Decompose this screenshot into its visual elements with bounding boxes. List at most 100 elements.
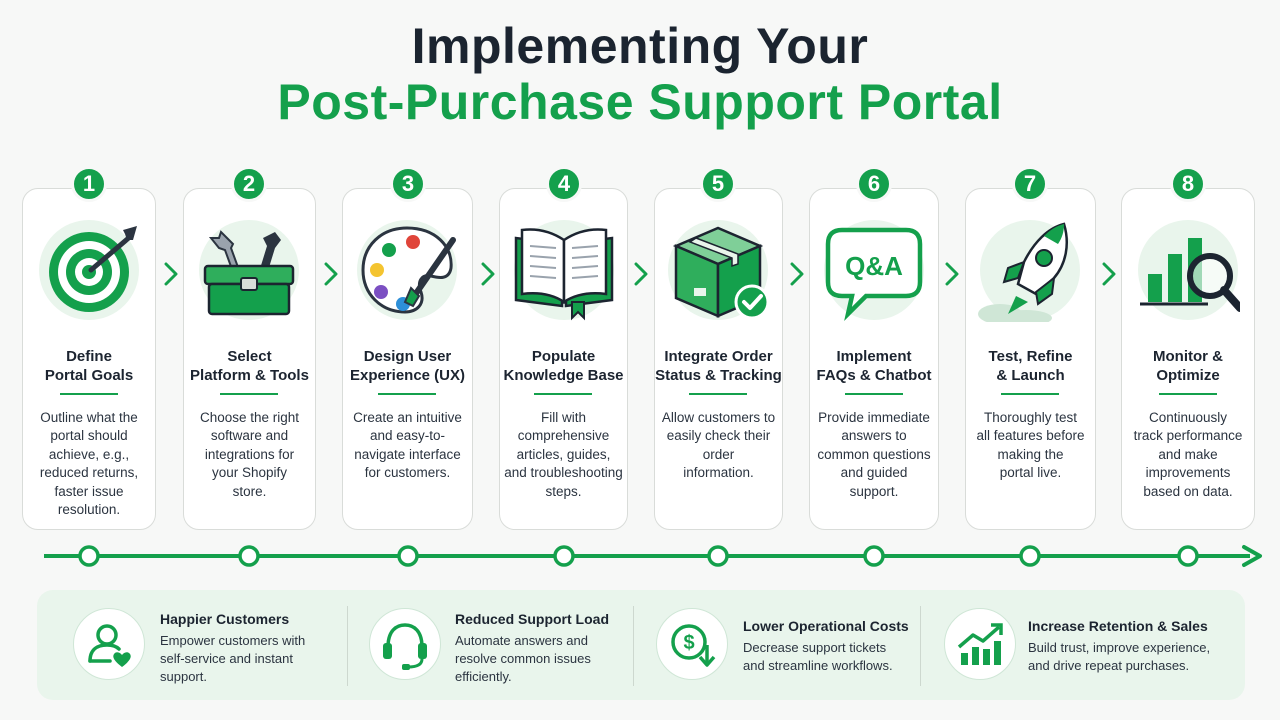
analytics-magnifier-icon <box>1136 218 1240 322</box>
benefit-description: Automate answers and resolve common issu… <box>455 632 591 686</box>
desc-line: support. <box>160 669 207 684</box>
timeline-node <box>397 545 419 567</box>
benefits-panel <box>37 590 1245 700</box>
step-description: Choose the right software and integratio… <box>183 409 316 501</box>
desc-line: order <box>702 446 735 462</box>
chevron-right-icon <box>164 262 178 286</box>
benefit-divider <box>633 606 634 686</box>
chevron-right-icon <box>790 262 804 286</box>
step-title-line: Design User <box>363 348 452 365</box>
desc-line: Decrease support tickets <box>743 640 887 655</box>
toolbox-icon <box>197 218 301 322</box>
step-number-badge: 1 <box>71 166 107 202</box>
step-divider <box>60 393 118 395</box>
desc-line: Fill with <box>540 410 586 425</box>
svg-text:$: $ <box>683 632 694 654</box>
benefit-title: Lower Operational Costs <box>743 618 909 634</box>
title-line-2: Post-Purchase Support Portal <box>277 74 1003 130</box>
step-number-badge: 7 <box>1012 166 1048 202</box>
chevron-right-icon <box>634 262 648 286</box>
step-title: Design User Experience (UX) <box>342 347 473 385</box>
desc-line: resolve common issues <box>455 651 591 666</box>
step-number-badge: 2 <box>231 166 267 202</box>
desc-line: reduced returns, <box>39 465 139 481</box>
timeline-node <box>1177 545 1199 567</box>
desc-line: faster issue <box>54 483 124 499</box>
desc-line: Empower customers with <box>160 633 306 648</box>
desc-line: self-service and instant <box>160 651 293 666</box>
chevron-right-icon <box>481 262 495 286</box>
step-number-badge: 6 <box>856 166 892 202</box>
desc-line: and troubleshooting <box>504 465 623 481</box>
step-title: Integrate Order Status & Tracking <box>650 347 787 385</box>
growth-chart-icon <box>944 608 1016 680</box>
benefit-divider <box>347 606 348 686</box>
timeline-node <box>78 545 100 567</box>
step-title-line: Portal Goals <box>44 367 134 384</box>
package-check-icon <box>666 218 770 322</box>
desc-line: track performance <box>1133 428 1243 444</box>
step-number-badge: 3 <box>390 166 426 202</box>
benefit-description: Build trust, improve experience, and dri… <box>1028 639 1210 675</box>
step-title-line: Test, Refine <box>988 348 1073 365</box>
benefit-title: Increase Retention & Sales <box>1028 618 1208 634</box>
desc-line: common questions <box>817 446 931 462</box>
step-divider <box>220 393 278 395</box>
desc-line: answers to <box>841 428 907 444</box>
customer-heart-icon <box>73 608 145 680</box>
step-description: Allow customers to easily check their or… <box>654 409 783 483</box>
desc-line: and make <box>1158 446 1218 462</box>
step-divider <box>689 393 747 395</box>
desc-line: and easy-to- <box>369 428 446 444</box>
desc-line: support. <box>849 483 899 499</box>
timeline-node <box>238 545 260 567</box>
desc-line: for customers. <box>364 465 451 481</box>
step-title: Test, Refine & Launch <box>965 347 1096 385</box>
headset-icon <box>369 608 441 680</box>
step-title: Select Platform & Tools <box>183 347 316 385</box>
chevron-right-icon <box>1102 262 1116 286</box>
desc-line: Provide immediate <box>818 410 930 425</box>
step-title: Implement FAQs & Chatbot <box>809 347 939 385</box>
desc-line: Choose the right <box>199 410 300 425</box>
qa-bubble-icon: Q&A <box>822 218 926 322</box>
desc-line: steps. <box>545 483 582 499</box>
step-title-line: Knowledge Base <box>503 367 624 384</box>
book-icon <box>512 218 616 322</box>
desc-line: Continuously <box>1148 410 1228 425</box>
desc-line: Automate answers and <box>455 633 588 648</box>
benefit-title: Happier Customers <box>160 611 290 627</box>
desc-line: based on data. <box>1143 483 1233 499</box>
rocket-icon <box>978 218 1082 322</box>
chevron-right-icon <box>324 262 338 286</box>
desc-line: easily check their <box>666 428 771 444</box>
step-divider <box>378 393 436 395</box>
timeline-node <box>863 545 885 567</box>
desc-line: all features before <box>976 428 1085 444</box>
timeline <box>44 545 1262 567</box>
dollar-down-icon: $ <box>656 608 728 680</box>
desc-line: Build trust, improve experience, <box>1028 640 1211 655</box>
desc-line: and drive repeat purchases. <box>1028 658 1190 673</box>
step-title-line: Define <box>66 348 112 365</box>
desc-line: Create an intuitive <box>353 410 462 425</box>
benefit-divider <box>920 606 921 686</box>
step-title-line: FAQs & Chatbot <box>816 367 932 384</box>
page-title: Implementing Your Post-Purchase Support … <box>0 18 1280 130</box>
desc-line: store. <box>232 483 267 499</box>
step-title-line: Select <box>227 348 272 365</box>
desc-line: information. <box>683 465 754 481</box>
timeline-node <box>1019 545 1041 567</box>
step-title-line: & Launch <box>996 367 1065 384</box>
desc-line: portal live. <box>999 465 1062 481</box>
chevron-right-icon <box>945 262 959 286</box>
step-title: Define Portal Goals <box>22 347 156 385</box>
step-title: Populate Knowledge Base <box>499 347 628 385</box>
desc-line: Thoroughly test <box>983 410 1078 425</box>
desc-line: software and <box>210 428 289 444</box>
step-title-line: Optimize <box>1156 367 1220 384</box>
benefit-description: Decrease support tickets and streamline … <box>743 639 893 675</box>
qa-label: Q&A <box>845 251 903 281</box>
step-number-badge: 5 <box>700 166 736 202</box>
title-line-1: Implementing Your <box>411 18 869 74</box>
